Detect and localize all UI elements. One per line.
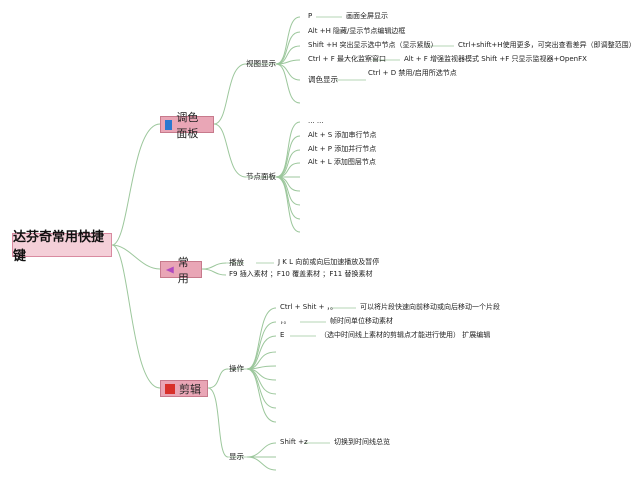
sub-node-playback[interactable]: 播放 <box>229 258 244 267</box>
operation-item-desc: （选中时间线上素材的剪辑点才能进行使用） 扩展编辑 <box>320 331 491 339</box>
blue-square-icon <box>165 119 173 130</box>
main-node-common[interactable]: 常用 <box>160 256 202 285</box>
red-square-icon <box>165 383 175 394</box>
node-item: Alt + P 添加并行节点 <box>308 145 377 153</box>
playback-item: J K L 向前或向后加速播放及暂停 <box>278 258 380 266</box>
main-node-label: 常用 <box>177 255 189 285</box>
operation-item-key: E <box>280 331 285 339</box>
operation-item-key: Ctrl + Shit + ，。 <box>280 303 338 311</box>
display-item-key: Shift +z <box>280 438 308 446</box>
sub-node-color-display[interactable]: 调色显示 <box>308 75 338 84</box>
view-item-key: Ctrl + F 最大化监察窗口 <box>308 55 387 63</box>
sub-node-view[interactable]: 视图显示 <box>246 59 276 68</box>
main-node-color-panel[interactable]: 调色面板 <box>160 111 214 140</box>
view-item-key: P <box>308 12 313 20</box>
node-item: ... ... <box>308 117 324 125</box>
view-item-desc: 画面全屏显示 <box>346 12 388 20</box>
node-item: Alt + S 添加串行节点 <box>308 131 377 139</box>
root-label: 达芬奇常用快捷键 <box>13 230 105 264</box>
main-node-label: 调色面板 <box>176 110 199 140</box>
sub-node-operation[interactable]: 操作 <box>229 364 244 373</box>
view-item-key: Shift +H 突出显示选中节点（显示紧版） <box>308 41 438 49</box>
sub-node-display[interactable]: 显示 <box>229 452 244 461</box>
operation-item-desc: 帧时间单位移动素材 <box>330 317 393 325</box>
sub-node-node-panel[interactable]: 节点面板 <box>246 172 276 181</box>
display-item-desc: 切换到时间线总览 <box>334 438 390 446</box>
operation-item-desc: 可以将片段快速向前移动或向后移动一个片段 <box>360 303 500 311</box>
operation-item-key: ，。 <box>280 317 291 325</box>
node-item: Alt + L 添加图层节点 <box>308 158 376 166</box>
purple-arrow-icon <box>165 266 174 273</box>
view-item-desc: Ctrl+shift+H使用更多，可突出查看差异（即调整范围） <box>458 41 636 49</box>
color-display-item: Ctrl + D 禁用/启用所选节点 <box>368 69 457 77</box>
common-item: F9 插入素材 ；F10 覆盖素材 ；F11 替换素材 <box>229 270 373 278</box>
root-node[interactable]: 达芬奇常用快捷键 <box>12 230 112 264</box>
view-item-desc: Alt + F 增强监视器模式 Shift +F 只显示监视器+OpenFX <box>404 55 587 63</box>
main-node-edit[interactable]: 剪辑 <box>160 380 208 397</box>
view-item-key: Alt +H 隐藏/显示节点编辑边框 <box>308 27 406 35</box>
main-node-label: 剪辑 <box>179 382 201 396</box>
